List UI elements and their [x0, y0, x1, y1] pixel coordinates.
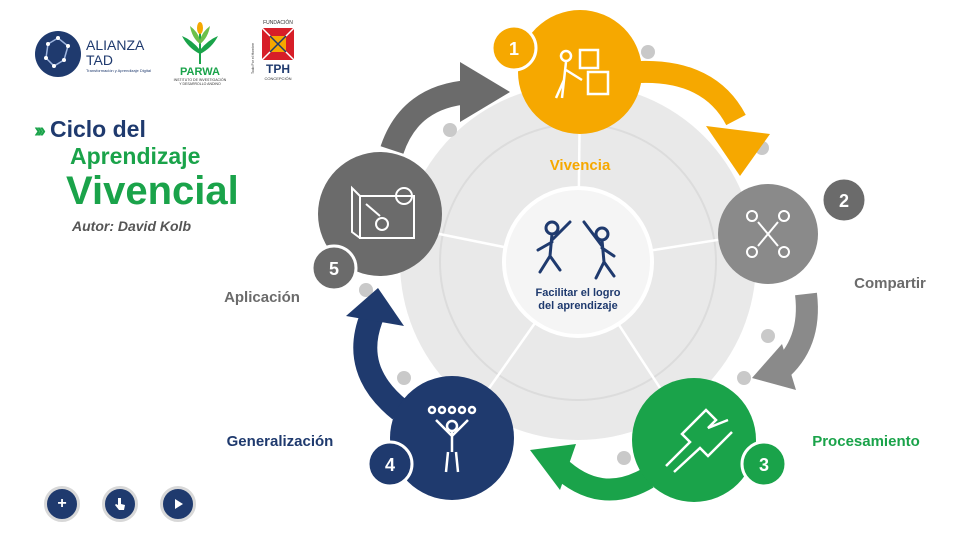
- pointer-button[interactable]: [102, 486, 138, 522]
- center-node: Facilitar el logro del aprendizaje: [502, 186, 654, 338]
- plus-icon: +: [57, 495, 67, 512]
- stage-4-label: Generalización: [227, 433, 334, 450]
- stage-1-label: Vivencia: [550, 157, 611, 174]
- title-line3: Vivencial: [66, 169, 239, 213]
- stage-3-node[interactable]: 3: [632, 378, 788, 502]
- title-line1-row: ›››Ciclo del: [34, 116, 239, 143]
- title-block: ›››Ciclo del Aprendizaje Vivencial Autor…: [34, 116, 239, 234]
- stage-5-number: 5: [329, 259, 339, 279]
- stage-2-number: 2: [839, 191, 849, 211]
- fundacion-top: FUNDACIÓN: [263, 19, 293, 26]
- author: Autor: David Kolb: [72, 218, 191, 234]
- logos-svg: ALIANZA TAD Transformación y Aprendizaje…: [35, 19, 295, 86]
- person-arms-up-icon: [427, 405, 477, 473]
- controls-bar: +: [44, 486, 196, 522]
- blueprint-idea-icon: [351, 185, 415, 239]
- parwa-line1: INSTITUTO DE INVESTIGACIÓN: [174, 77, 227, 82]
- center-label-line2: del aprendizaje: [538, 300, 617, 312]
- fundacion-name: TPH: [266, 62, 290, 76]
- title-line2: Aprendizaje: [70, 143, 201, 169]
- title-line1: Ciclo del: [49, 116, 146, 142]
- stage-5-label: Aplicación: [224, 289, 300, 306]
- stage-3-number: 3: [759, 455, 769, 475]
- play-icon: [175, 499, 183, 509]
- arrow-4-to-5: [346, 288, 408, 420]
- stage-1-number: 1: [509, 39, 519, 59]
- center-label-line1: Facilitar el logro: [536, 287, 621, 299]
- chevrons-icon: ›››: [34, 120, 46, 142]
- alianza-logo: ALIANZA TAD Transformación y Aprendizaje…: [35, 31, 151, 77]
- parwa-logo: PARWA INSTITUTO DE INVESTIGACIÓN Y DESAR…: [174, 22, 227, 86]
- puzzle-pieces-icon: [665, 408, 733, 473]
- arrow-1-to-2: [639, 60, 770, 176]
- stage-4-number: 4: [385, 455, 395, 475]
- puzzle-person-icon: [554, 48, 610, 99]
- people-sharing-icon: [746, 210, 790, 258]
- logos-bar: ALIANZA TAD Transformación y Aprendizaje…: [30, 14, 320, 90]
- alianza-line2: TAD: [86, 52, 113, 68]
- hand-pointer-icon: [115, 498, 125, 510]
- fundacion-side: Todo Por el Hombre: [251, 43, 255, 74]
- stage-1-node[interactable]: 1: [490, 10, 642, 134]
- alianza-tagline: Transformación y Aprendizaje Digital: [86, 68, 151, 73]
- plus-button[interactable]: +: [44, 486, 80, 522]
- stage-2-node[interactable]: 2: [718, 176, 868, 284]
- arrow-2-to-3: [752, 292, 818, 390]
- alianza-line1: ALIANZA: [86, 37, 145, 53]
- rim-dots: [359, 45, 775, 465]
- play-button[interactable]: [160, 486, 196, 522]
- parwa-name: PARWA: [180, 66, 220, 78]
- stage-2-label: Compartir: [854, 275, 926, 292]
- arrow-5-to-1: [380, 62, 510, 155]
- stage-4-node[interactable]: 4: [366, 376, 514, 500]
- stage-5-node[interactable]: 5: [310, 152, 442, 292]
- stage-3-label: Procesamiento: [812, 433, 920, 450]
- high-five-icon: [536, 220, 616, 280]
- arrow-3-to-4: [530, 444, 654, 501]
- parwa-line2: Y DESARROLLO ANDINO: [179, 82, 221, 86]
- fundacion-bottom: CONCEPCIÓN: [264, 76, 291, 81]
- fundacion-tph-logo: FUNDACIÓN Todo Por el Hombre TPH CONCEPC…: [251, 19, 295, 81]
